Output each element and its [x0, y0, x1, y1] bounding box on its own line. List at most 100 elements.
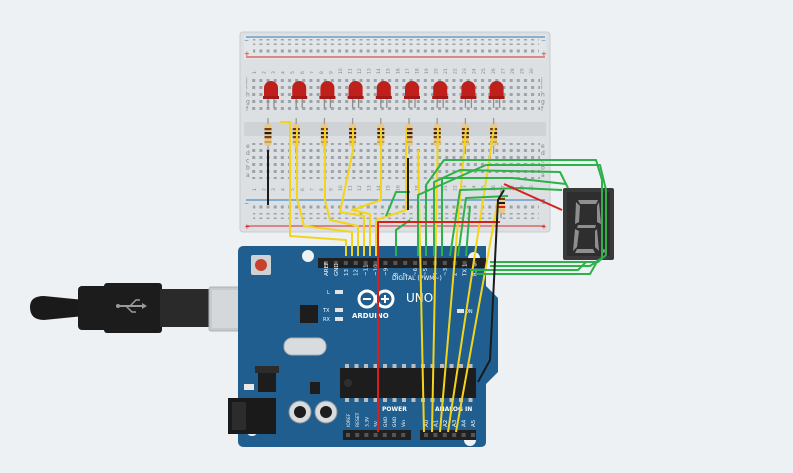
digital-pin-label: 8: [393, 272, 399, 276]
digital-pin[interactable]: [324, 261, 328, 265]
usb-chip: [300, 305, 318, 323]
power-pin-label: 5V: [374, 420, 380, 427]
l-led-label: L: [327, 290, 330, 296]
column-number: 21: [443, 68, 449, 74]
wire-black-3: [477, 189, 505, 383]
row-letter: e: [541, 143, 545, 150]
column-number: 10: [338, 68, 344, 74]
wire-green-3: [433, 169, 569, 256]
wire-yellow-5: [351, 128, 382, 256]
led[interactable]: [488, 81, 505, 108]
svg-text:+: +: [244, 50, 250, 58]
led[interactable]: [291, 81, 308, 108]
digital-pin-label: 2: [453, 273, 459, 277]
digital-pin[interactable]: [423, 261, 427, 265]
column-number: 23: [462, 185, 468, 191]
digital-pin[interactable]: [413, 261, 418, 265]
analog-pin[interactable]: [452, 433, 457, 437]
column-number: 8: [319, 71, 325, 74]
wire-green-9: [395, 219, 411, 256]
column-number: 7: [309, 71, 315, 74]
wire-yellow-1: [280, 121, 347, 256]
column-number: 1: [252, 188, 258, 191]
brand-label: ARDUINO: [352, 312, 389, 320]
row-letter: d: [541, 150, 545, 157]
column-number: 4: [281, 188, 287, 191]
digital-pin[interactable]: [393, 261, 398, 265]
usb-cable[interactable]: [30, 283, 276, 333]
analog-pin-label: A5: [471, 419, 477, 427]
column-number: 10: [338, 185, 344, 191]
digital-pin-label: 12: [354, 269, 360, 276]
digital-pin-label: ~11: [364, 264, 370, 276]
power-pin[interactable]: [401, 433, 406, 437]
column-number: 18: [414, 185, 420, 191]
column-number: 26: [491, 68, 497, 74]
analog-label: ANALOG IN: [435, 406, 472, 413]
digital-pin[interactable]: [403, 261, 408, 265]
column-number: 9: [328, 71, 334, 74]
power-pin[interactable]: [373, 433, 378, 437]
column-number: 2: [262, 188, 268, 191]
analog-pin[interactable]: [461, 433, 466, 437]
led[interactable]: [460, 81, 477, 108]
power-pin[interactable]: [382, 433, 387, 437]
led[interactable]: [404, 81, 420, 108]
resistor[interactable]: [264, 118, 272, 154]
digital-pin[interactable]: [333, 261, 338, 265]
column-number: 3: [271, 188, 277, 191]
led[interactable]: [347, 81, 364, 108]
row-letter: i: [246, 84, 248, 91]
column-number: 22: [453, 185, 459, 191]
svg-text:−: −: [244, 200, 249, 207]
wire-yellow-6: [375, 128, 407, 256]
led[interactable]: [263, 81, 279, 108]
column-number: 12: [357, 185, 363, 191]
digital-pin-label: ~9: [383, 267, 389, 276]
wire-yellow-8: [431, 127, 439, 433]
led[interactable]: [375, 81, 392, 108]
power-pin-label: GND: [383, 416, 389, 427]
digital-pin[interactable]: [353, 261, 358, 265]
digital-label: DIGITAL (PWM~): [392, 275, 442, 282]
analog-pin[interactable]: [471, 433, 475, 437]
column-number: 15: [386, 68, 392, 74]
row-letter: g: [246, 99, 250, 106]
power-pin[interactable]: [346, 433, 350, 437]
digital-pin[interactable]: [343, 261, 348, 265]
digital-pin[interactable]: [363, 261, 368, 265]
resistor-seven-seg[interactable]: [498, 188, 505, 218]
rx-led-label: RX: [323, 317, 330, 323]
power-pin[interactable]: [355, 433, 360, 437]
analog-pin[interactable]: [442, 433, 447, 437]
column-number: 3: [271, 71, 277, 74]
column-number: 11: [348, 185, 354, 191]
column-number: 20: [433, 68, 439, 74]
digital-pin-label: ~10: [374, 264, 380, 276]
row-letter: a: [541, 172, 545, 179]
row-letter: c: [246, 157, 249, 164]
digital-pin[interactable]: [373, 261, 378, 265]
row-letter: g: [541, 99, 545, 106]
svg-text:+: +: [541, 223, 547, 231]
resistor[interactable]: [405, 118, 413, 154]
column-number: 6: [300, 71, 306, 74]
digital-pin[interactable]: [442, 261, 447, 265]
svg-text:+: +: [244, 223, 250, 231]
power-pin[interactable]: [392, 433, 396, 437]
analog-pin[interactable]: [433, 433, 438, 437]
power-label: POWER: [382, 406, 407, 413]
power-pin[interactable]: [364, 433, 369, 437]
svg-text:−: −: [541, 37, 546, 44]
led[interactable]: [319, 81, 336, 108]
column-number: 14: [376, 185, 382, 191]
digital-pin-label: ~3: [443, 267, 449, 276]
wire-green-10: [470, 261, 587, 271]
led[interactable]: [432, 81, 449, 108]
digital-pin[interactable]: [462, 261, 467, 265]
row-letter: j: [540, 77, 543, 84]
digital-pin[interactable]: [383, 261, 388, 265]
analog-pin[interactable]: [424, 433, 428, 437]
